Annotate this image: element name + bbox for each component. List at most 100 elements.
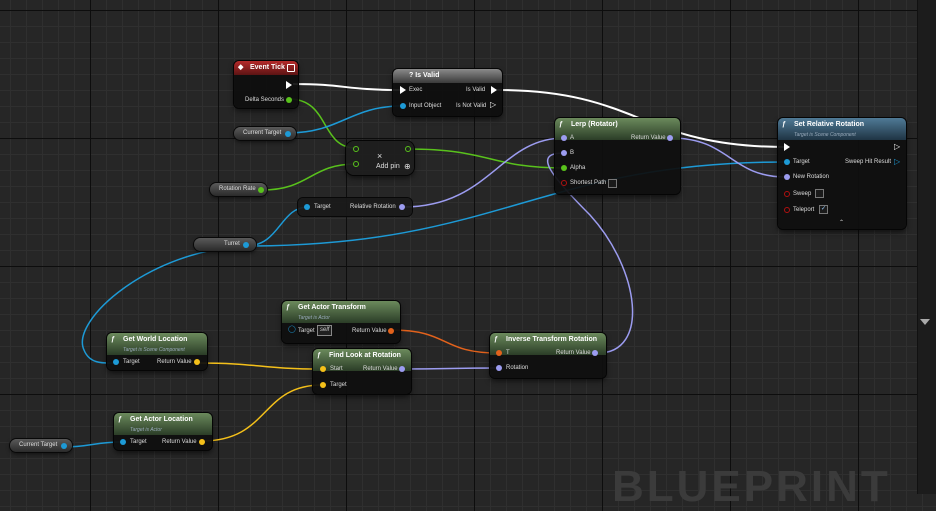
add-input-a-pin[interactable] <box>353 146 359 152</box>
event-tick-node[interactable]: ◆Event Tick Delta Seconds <box>234 61 298 108</box>
rotation-rate-pin[interactable] <box>258 187 264 193</box>
set-relative-rotation-header[interactable]: ƒ Set Relative Rotation <box>778 118 906 132</box>
lerp-a-pin[interactable] <box>561 135 567 141</box>
get-actor-loc-return-pin[interactable] <box>199 439 205 445</box>
turret-variable[interactable]: Turret <box>194 238 256 251</box>
exec-out-pin[interactable]: ▷ <box>894 142 901 151</box>
get-actor-transform-subtitle: Target is Actor <box>298 315 330 321</box>
is-valid-exec-out-pin[interactable] <box>491 86 497 94</box>
input-object-label: Input Object <box>409 103 442 109</box>
function-icon: ƒ <box>494 336 498 343</box>
lerp-b-pin[interactable] <box>561 150 567 156</box>
delta-seconds-pin[interactable] <box>286 97 292 103</box>
set-relative-rotation-title: Set Relative Rotation <box>794 121 865 128</box>
delegate-icon <box>287 64 295 72</box>
find-look-at-return-pin[interactable] <box>399 366 405 372</box>
get-actor-loc-target-pin[interactable] <box>120 439 126 445</box>
add-float-node[interactable]: × Add pin ⊕ <box>346 141 414 175</box>
find-look-at-return-label: Return Value <box>363 366 398 372</box>
exec-wire-tick-isvalid <box>292 83 401 91</box>
sweep-pin[interactable] <box>784 191 790 197</box>
is-not-valid-exec-out-pin[interactable]: ▷ <box>490 100 497 109</box>
get-actor-location-title: Get Actor Location <box>130 416 193 423</box>
is-valid-header[interactable]: ? Is Valid <box>393 69 502 83</box>
float-wire-delta <box>288 98 357 149</box>
exec-in-pin[interactable] <box>784 143 790 151</box>
get-actor-transform-target-label: Target <box>298 328 315 334</box>
get-world-return-pin[interactable] <box>194 359 200 365</box>
vector-wire-actorloc-target <box>201 384 323 442</box>
function-icon: ƒ <box>559 121 563 128</box>
get-world-location-subtitle: Target is Scene Component <box>123 347 185 353</box>
lerp-return-pin[interactable] <box>667 135 673 141</box>
rotation-rate-label: Rotation Rate <box>219 186 256 192</box>
current-target-pin-2[interactable] <box>61 443 67 449</box>
add-pin-label[interactable]: Add pin <box>376 163 400 170</box>
sweep-checkbox[interactable] <box>815 189 824 198</box>
sweep-hit-result-label: Sweep Hit Result <box>845 159 892 165</box>
event-tick-header[interactable]: ◆ Event Tick <box>234 61 298 75</box>
set-relative-rotation-subtitle: Target is Scene Component <box>794 132 856 138</box>
inverse-rotation-pin[interactable] <box>496 365 502 371</box>
get-rel-target-pin[interactable] <box>304 204 310 210</box>
teleport-pin[interactable] <box>784 207 790 213</box>
rotation-rate-variable[interactable]: Rotation Rate <box>210 183 267 196</box>
blueprint-watermark: BLUEPRINT <box>612 462 891 511</box>
lerp-alpha-pin[interactable] <box>561 165 567 171</box>
current-target-pin[interactable] <box>285 131 291 137</box>
inverse-return-pin[interactable] <box>592 350 598 356</box>
event-icon: ◆ <box>238 64 244 71</box>
input-object-pin[interactable] <box>400 103 406 109</box>
get-relative-rotation-node[interactable]: Target Relative Rotation <box>298 198 412 216</box>
event-tick-title: Event Tick <box>250 64 285 71</box>
turret-pin[interactable] <box>243 242 249 248</box>
inverse-t-pin[interactable] <box>496 350 502 356</box>
lerp-shortest-path-pin[interactable] <box>561 180 567 186</box>
lerp-alpha-label: Alpha <box>570 165 586 171</box>
add-operator-symbol: × <box>377 151 383 161</box>
dropdown-arrow-icon[interactable] <box>920 319 930 325</box>
is-valid-node[interactable]: ? Is Valid Exec Is Valid Input Object Is… <box>393 69 502 116</box>
start-pin[interactable] <box>320 366 326 372</box>
add-pin-plus-icon[interactable]: ⊕ <box>404 162 411 171</box>
self-input[interactable]: self <box>317 325 333 336</box>
get-world-target-pin[interactable] <box>113 359 119 365</box>
add-input-b-pin[interactable] <box>353 161 359 167</box>
target-pin[interactable]: ◯ <box>288 326 296 333</box>
find-look-at-target-pin[interactable] <box>320 382 326 388</box>
new-rotation-pin[interactable] <box>784 174 790 180</box>
lerp-a-label: A <box>570 135 575 141</box>
current-target-variable[interactable]: Current Target <box>234 127 296 140</box>
set-relative-rotation-node[interactable]: ƒ Set Relative Rotation Target is Scene C… <box>778 118 906 229</box>
relative-rotation-pin[interactable] <box>399 204 405 210</box>
transform-return-pin[interactable] <box>388 328 394 334</box>
get-actor-location-header[interactable]: ƒ Get Actor Location <box>114 413 212 427</box>
sweep-hit-result-pin[interactable]: ▷ <box>894 157 901 166</box>
function-icon: ƒ <box>317 352 321 359</box>
lerp-return-label: Return Value <box>631 135 666 141</box>
exec-out-pin[interactable] <box>286 81 292 89</box>
collapse-advanced-arrow[interactable]: ⌃ <box>839 220 845 226</box>
get-world-target-label: Target <box>123 359 140 365</box>
function-icon: ƒ <box>118 416 122 423</box>
add-output-pin[interactable] <box>405 146 411 152</box>
teleport-checkbox[interactable]: ✓ <box>819 205 828 214</box>
current-target-variable-2[interactable]: Current Target <box>10 439 72 452</box>
shortest-path-checkbox[interactable] <box>608 179 617 188</box>
function-icon: ƒ <box>782 121 786 128</box>
is-not-valid-label: Is Not Valid <box>456 103 487 109</box>
exec-in-pin[interactable] <box>400 86 406 94</box>
set-rot-target-pin[interactable] <box>784 159 790 165</box>
side-panel-edge[interactable] <box>917 0 936 494</box>
